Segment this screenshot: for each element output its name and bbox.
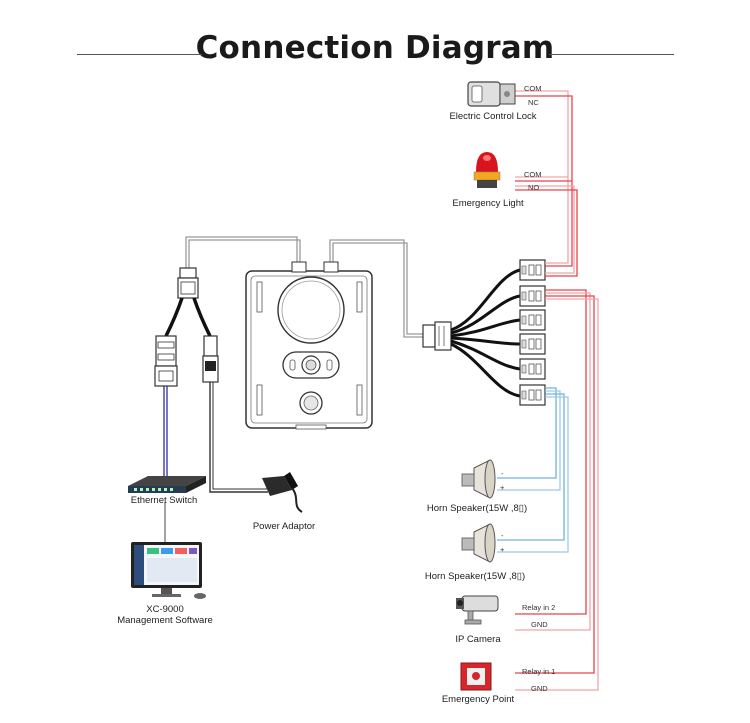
emergency-light-icon (473, 152, 501, 188)
lock-pin-com: COM (524, 84, 542, 93)
power-cable (209, 382, 268, 493)
terminal-block (519, 384, 546, 406)
emergency-point-icon (460, 662, 492, 691)
horn-speaker-2-icon (461, 523, 496, 563)
page-title: Connection Diagram (195, 30, 555, 66)
emergency-point-label: Emergency Point (441, 694, 515, 705)
management-pc-icon (131, 542, 206, 599)
lock-label: Electric Control Lock (449, 111, 537, 122)
title-rule-right (549, 54, 674, 55)
light-label: Emergency Light (452, 198, 524, 209)
power-adaptor-icon (262, 472, 303, 513)
light-pin-com: COM (524, 170, 542, 179)
terminal-block (519, 333, 546, 355)
emergency-pin-relay: Relay in 1 (522, 667, 556, 676)
speaker-1-pin-minus: - (501, 469, 504, 478)
terminal-block (519, 309, 546, 331)
camera-pin-relay: Relay in 2 (522, 603, 556, 612)
speaker-1-label: Horn Speaker(15W ,8▯) (426, 503, 528, 514)
intercom-device (245, 261, 373, 430)
camera-pin-gnd: GND (531, 620, 548, 629)
switch-label: Ethernet Switch (130, 495, 198, 506)
ethernet-cable (163, 386, 168, 478)
harness-cable (329, 239, 423, 338)
ip-camera-icon (456, 595, 499, 625)
emergency-pin-gnd: GND (531, 684, 548, 693)
y-splitter (154, 267, 219, 387)
electric-lock-icon (467, 81, 516, 107)
terminal-harness (422, 268, 521, 398)
ethernet-switch-icon (128, 476, 206, 493)
speaker-2-pin-minus: - (501, 531, 504, 540)
terminal-block (519, 259, 546, 281)
light-pin-no: NO (528, 183, 540, 192)
software-label-line1: XC-9000 (146, 604, 184, 615)
software-label-line2: Management Software (117, 615, 213, 626)
speaker-2-pin-plus: + (500, 545, 505, 554)
power-network-cable (185, 236, 301, 268)
terminal-blocks (519, 259, 546, 406)
speaker-2-label: Horn Speaker(15W ,8▯) (424, 571, 526, 582)
speaker-wires (497, 387, 569, 553)
horn-speaker-1-icon (461, 459, 496, 499)
lock-pin-nc: NC (528, 98, 539, 107)
relay-wires (515, 90, 599, 691)
title-rule-left (77, 54, 202, 55)
adaptor-label: Power Adaptor (252, 521, 316, 532)
terminal-block (519, 285, 546, 307)
terminal-block (519, 358, 546, 380)
speaker-1-pin-plus: + (500, 483, 505, 492)
camera-label: IP Camera (455, 634, 501, 645)
